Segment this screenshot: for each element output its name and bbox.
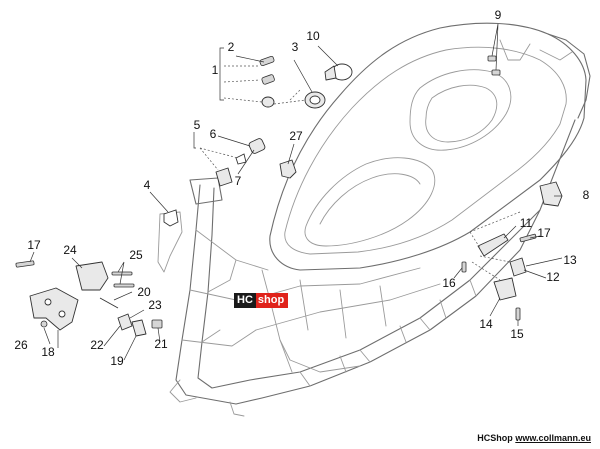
sensor-part-12	[509, 257, 527, 277]
callout-9: 9	[495, 8, 502, 22]
frame-assembly	[157, 22, 591, 417]
module-part-14	[493, 277, 517, 301]
callout-10: 10	[306, 29, 320, 43]
callout-labels: 1 2 3 4 5 6 7 8 9 10 11 12 13 14 15 16 1…	[14, 8, 589, 368]
screw-part-17a	[15, 260, 35, 268]
callout-16: 16	[442, 276, 456, 290]
callout-18: 18	[41, 345, 55, 359]
callout-21: 21	[154, 337, 168, 351]
callout-15: 15	[510, 327, 524, 341]
callout-11: 11	[520, 216, 533, 230]
screw-part-9a	[487, 55, 497, 62]
grommet-part-5	[215, 167, 233, 187]
callout-4: 4	[144, 178, 151, 192]
screw-part-25b	[113, 283, 135, 288]
callout-12: 12	[546, 270, 560, 284]
stand-bracket-part-18	[29, 287, 79, 331]
callout-17-left: 17	[27, 238, 41, 252]
screw-part-17b	[519, 233, 537, 243]
callout-2: 2	[228, 40, 235, 54]
storage-tub-rim	[269, 22, 587, 271]
bracket-part-8	[539, 181, 563, 207]
callout-14: 14	[479, 317, 493, 331]
footer-url-link[interactable]: www.collmann.eu	[515, 433, 591, 443]
logo-suffix: shop	[255, 293, 289, 308]
nut-part-26	[40, 320, 48, 328]
callout-1: 1	[212, 63, 219, 77]
callout-25: 25	[129, 248, 143, 262]
switch-part-24	[75, 261, 109, 291]
seat-bowl-inner	[425, 84, 498, 143]
seat-bowl	[409, 69, 512, 151]
bushing-part-7	[248, 138, 266, 154]
callout-27: 27	[289, 129, 303, 143]
cable-clip-part-4	[163, 209, 179, 227]
callout-13: 13	[563, 253, 577, 267]
front-down-tube	[175, 184, 237, 405]
callout-23: 23	[148, 298, 162, 312]
callout-7: 7	[235, 174, 242, 188]
footer-brand: HCShop	[477, 433, 513, 443]
callout-5: 5	[194, 118, 201, 132]
footer-credit: HCShop www.collmann.eu	[477, 433, 591, 443]
screw-part-15	[515, 307, 521, 321]
headstock	[189, 177, 223, 205]
spring-part-20	[99, 297, 119, 309]
bracket-part-27	[279, 159, 297, 179]
leader-lines	[29, 23, 563, 361]
grommet-part-1b	[261, 96, 275, 108]
callout-6: 6	[210, 127, 217, 141]
parts	[15, 55, 563, 337]
screw-part-2	[259, 55, 275, 67]
screw-part-16	[461, 261, 467, 273]
clip-part-6	[235, 153, 247, 165]
side-rail-lower	[235, 209, 541, 405]
callout-20: 20	[137, 285, 151, 299]
clip-part-23	[117, 313, 133, 331]
hcshop-watermark-logo: HC shop	[234, 293, 289, 308]
callout-22: 22	[90, 338, 104, 352]
rear-frame	[547, 33, 591, 119]
callout-19: 19	[110, 354, 124, 368]
callout-8: 8	[583, 188, 590, 202]
bracket-part-11	[477, 233, 509, 257]
storage-tub-inner	[284, 46, 567, 255]
logo-prefix: HC	[234, 293, 256, 308]
callout-24: 24	[63, 243, 77, 257]
helmet-well	[304, 157, 436, 247]
washer-part-22	[151, 319, 163, 329]
holder-part-19	[131, 319, 147, 337]
callout-17-right: 17	[537, 226, 551, 240]
callout-26: 26	[14, 338, 28, 352]
callout-3: 3	[292, 40, 299, 54]
screw-part-9b	[491, 69, 501, 76]
clip-part-1a	[261, 74, 275, 85]
